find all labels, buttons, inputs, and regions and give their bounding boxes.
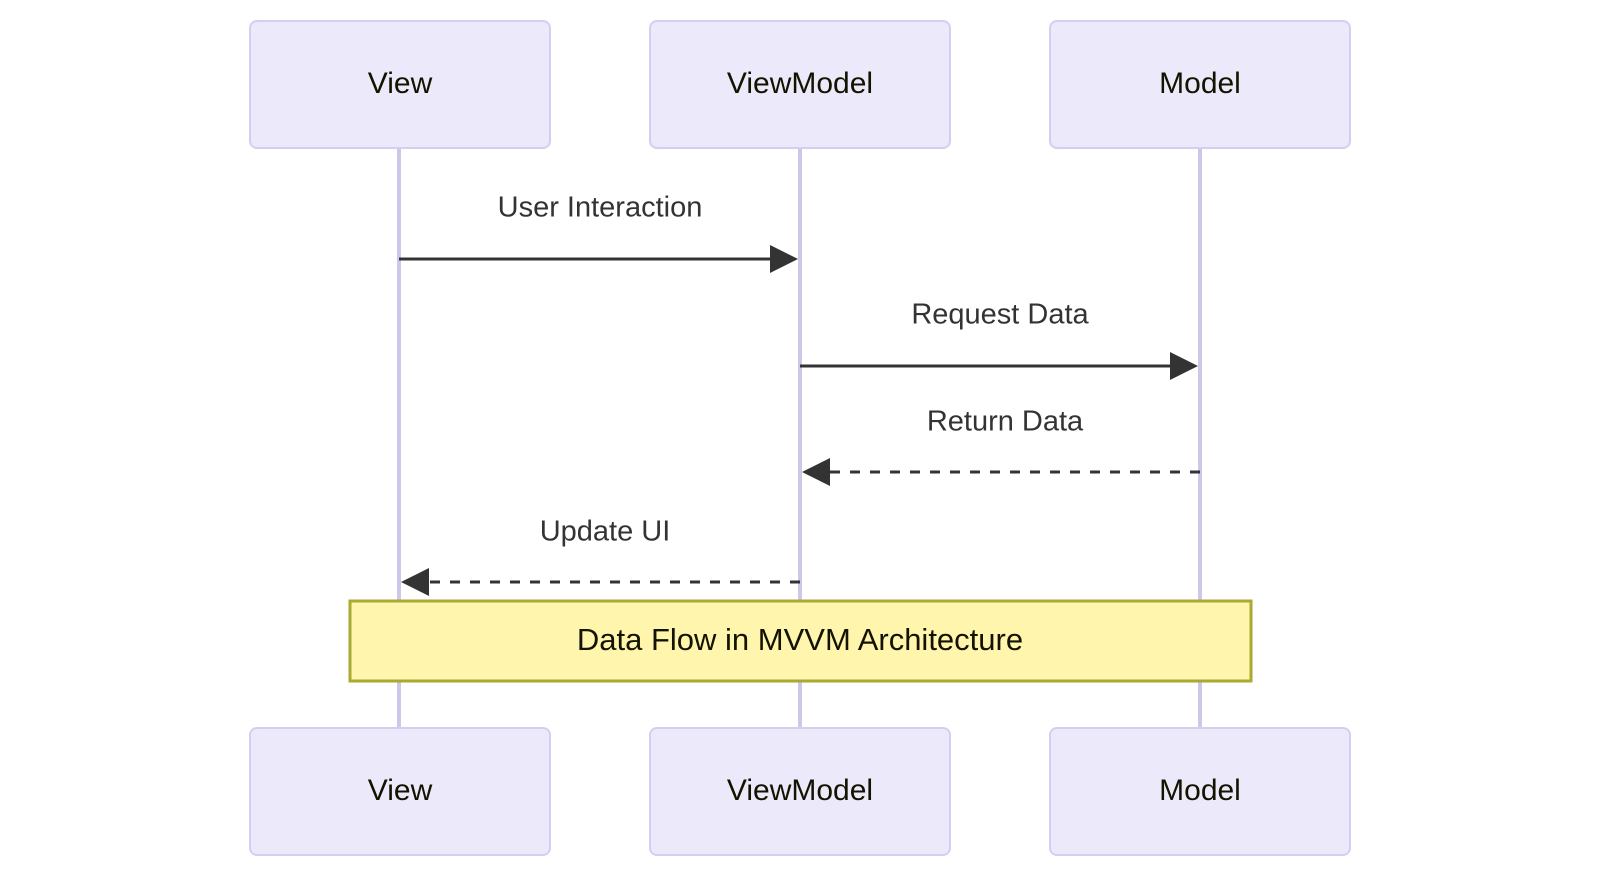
participant-box-viewmodel-top[interactable] — [649, 20, 951, 149]
participant-label-model-bottom: Model — [1159, 774, 1241, 807]
message-label-user-interaction: User Interaction — [498, 192, 703, 224]
participant-top-model[interactable]: Model — [1049, 20, 1351, 149]
participant-bottom-viewmodel[interactable]: ViewModel — [649, 727, 951, 856]
note-rect-data-flow[interactable] — [348, 599, 1253, 683]
participant-box-viewmodel-bottom[interactable] — [649, 727, 951, 856]
participant-label-viewmodel-top: ViewModel — [727, 67, 873, 100]
message-label-request-data: Request Data — [911, 299, 1089, 331]
message-arrowhead-user-interaction — [770, 245, 798, 273]
participant-label-model-top: Model — [1159, 67, 1241, 100]
message-arrowhead-update-ui — [401, 568, 429, 596]
message-arrowhead-request-data — [1170, 352, 1198, 380]
participant-box-view-bottom[interactable] — [249, 727, 551, 856]
participant-label-view-top: View — [368, 67, 433, 100]
message-request-data[interactable]: Request Data — [800, 299, 1198, 380]
message-user-interaction[interactable]: User Interaction — [399, 192, 798, 273]
note-data-flow[interactable]: Data Flow in MVVM Architecture — [348, 599, 1253, 683]
message-label-return-data: Return Data — [927, 406, 1084, 438]
note-label-data-flow: Data Flow in MVVM Architecture — [577, 622, 1023, 657]
message-arrowhead-return-data — [802, 458, 830, 486]
participant-bottom-view[interactable]: View — [249, 727, 551, 856]
participant-box-model-top[interactable] — [1049, 20, 1351, 149]
participant-top-viewmodel[interactable]: ViewModel — [649, 20, 951, 149]
participant-bottom-model[interactable]: Model — [1049, 727, 1351, 856]
participant-label-view-bottom: View — [368, 774, 433, 807]
participant-label-viewmodel-bottom: ViewModel — [727, 774, 873, 807]
participant-top-view[interactable]: View — [249, 20, 551, 149]
message-return-data[interactable]: Return Data — [802, 406, 1200, 486]
participant-box-view-top[interactable] — [249, 20, 551, 149]
participant-box-model-bottom[interactable] — [1049, 727, 1351, 856]
message-update-ui[interactable]: Update UI — [401, 516, 800, 596]
message-label-update-ui: Update UI — [540, 516, 671, 548]
